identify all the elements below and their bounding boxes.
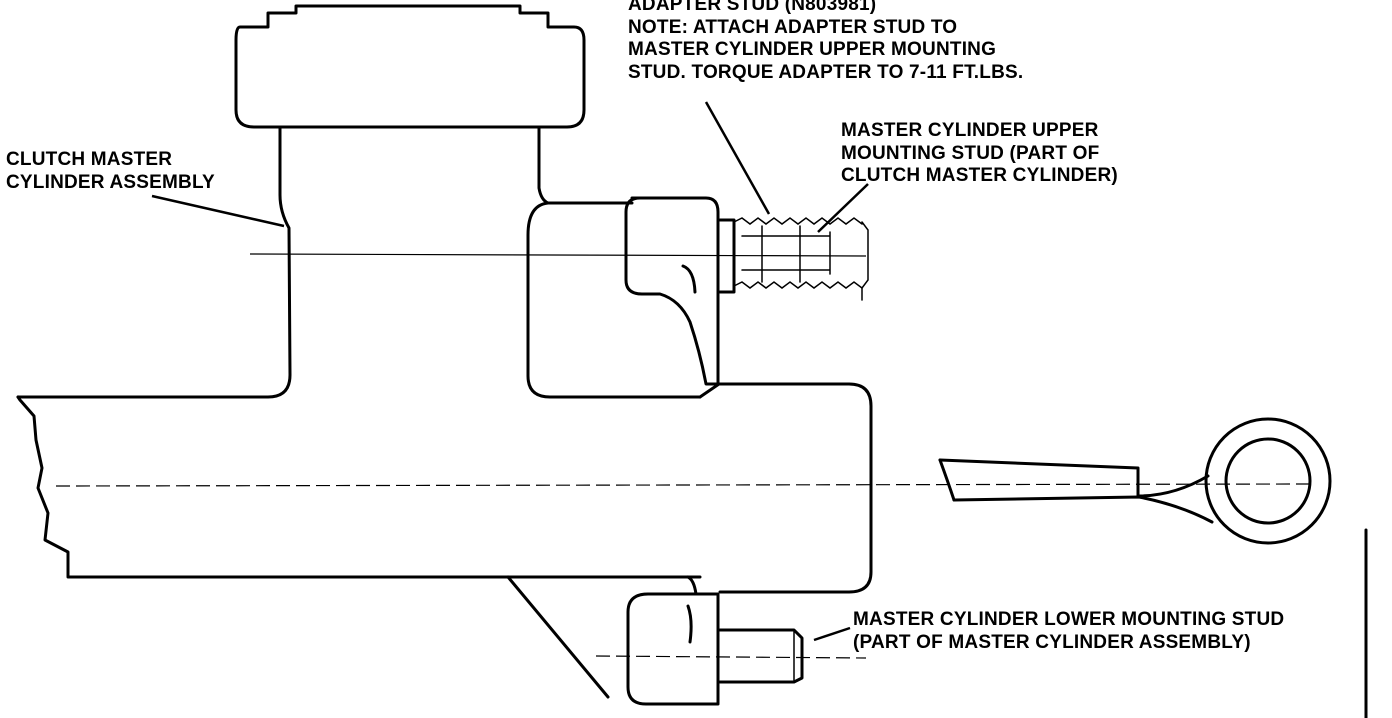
upper-stud-line-2: MOUNTING STUD (PART OF: [841, 142, 1100, 164]
upper-stud-threads: [733, 217, 869, 289]
lower-mounting-stud: [718, 628, 804, 684]
upper-flange-slot: [681, 264, 697, 294]
reservoir-neck-right: [537, 125, 550, 205]
lower-boss-slot: [686, 604, 693, 644]
pushrod-end: [938, 458, 956, 502]
lower-mounting-stud-label: MASTER CYLINDER LOWER MOUNTING STUD (PAR…: [853, 609, 1284, 654]
clutch-master-line-1: CLUTCH MASTER: [6, 149, 173, 170]
leader-clutch-cylinder: [151, 194, 285, 228]
pushrod-eye-outer: [1204, 417, 1332, 545]
lower-boss: [626, 575, 720, 706]
adapter-stud-label: ADAPTER STUD (N803981) NOTE: ATTACH ADAP…: [628, 0, 1023, 84]
cylinder-body: [698, 382, 873, 594]
reservoir-cap: [234, 4, 586, 129]
reservoir-neck: [16, 125, 292, 399]
upper-center-line: [249, 253, 867, 257]
lower-center-line: [595, 655, 867, 659]
upper-mounting-stud-label: MASTER CYLINDER UPPER MOUNTING STUD (PAR…: [841, 120, 1118, 188]
leader-upper-stud: [817, 183, 869, 233]
main-center-line: [55, 483, 1311, 487]
clutch-master-cylinder-label: CLUTCH MASTER CYLINDER ASSEMBLY: [6, 149, 215, 194]
upper-stud-line-3: CLUTCH MASTER CYLINDER): [841, 165, 1118, 186]
pushrod-eye-inner: [1224, 437, 1312, 525]
upper-flange: [624, 196, 720, 386]
clutch-master-line-2: CYLINDER ASSEMBLY: [6, 171, 215, 193]
lower-boss-diagonal: [506, 575, 610, 699]
adapter-stud-line-1: ADAPTER STUD (N803981): [628, 0, 877, 15]
pushrod: [938, 458, 1210, 498]
lower-stud-line-1: MASTER CYLINDER LOWER MOUNTING STUD: [853, 609, 1285, 630]
upper-boss: [526, 201, 702, 399]
adapter-stud-line-3: MASTER CYLINDER UPPER MOUNTING: [628, 39, 997, 60]
lower-stud-line-2: (PART OF MASTER CYLINDER ASSEMBLY): [853, 631, 1251, 653]
upper-stud-detail: [741, 225, 831, 283]
cylinder-bottom: [16, 395, 702, 579]
adapter-stud-line-4: STUD. TORQUE ADAPTER TO 7-11 FT.LBS.: [628, 61, 1024, 83]
pushrod-lower: [952, 495, 1214, 524]
leader-adapter-stud: [704, 101, 771, 215]
adapter-stud-line-2: NOTE: ATTACH ADAPTER STUD TO: [628, 16, 958, 38]
upper-stud-line-1: MASTER CYLINDER UPPER: [841, 120, 1099, 141]
leader-lower-stud: [813, 626, 851, 642]
